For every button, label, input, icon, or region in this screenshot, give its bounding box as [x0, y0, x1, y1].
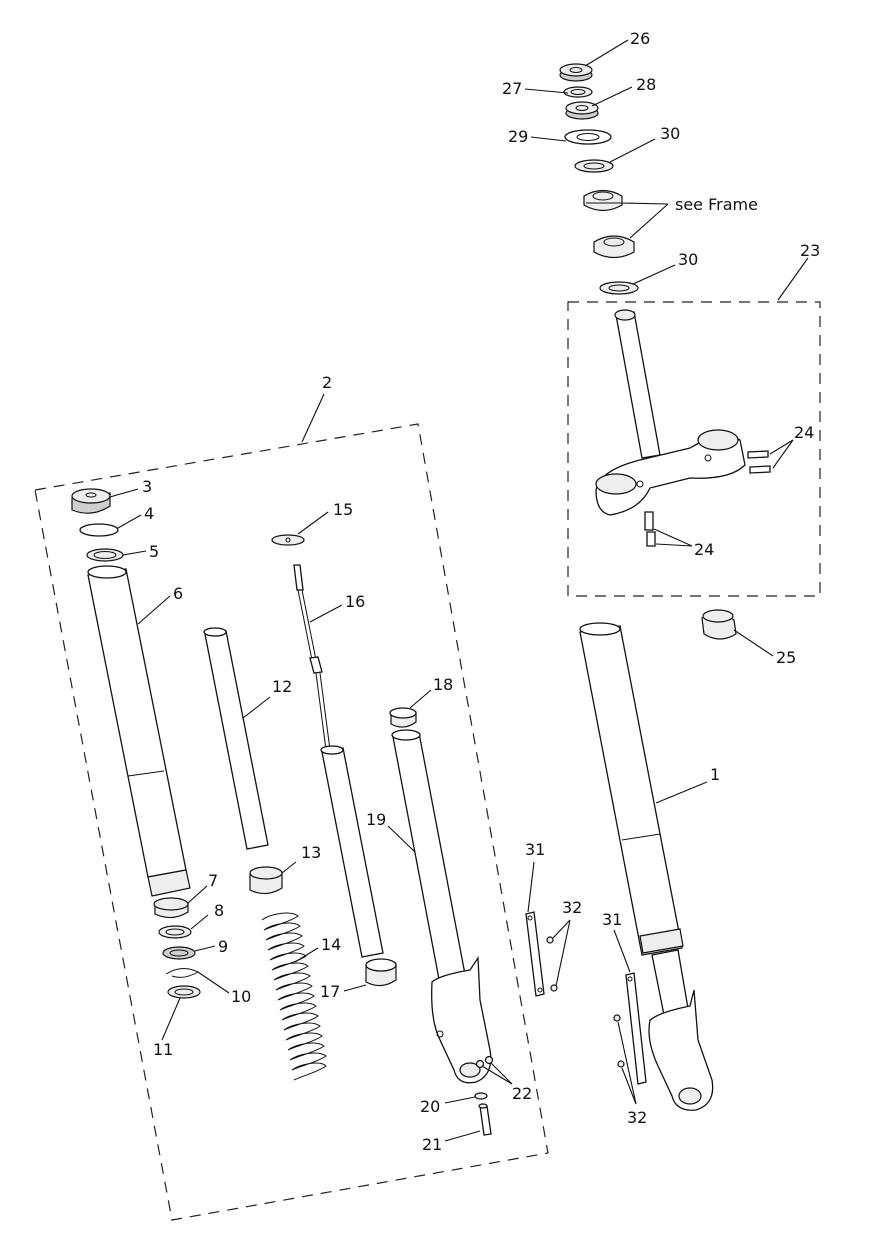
part-31-bracket-right [625, 972, 647, 1085]
part-11-dust-seal [167, 985, 201, 999]
part-25-cap [701, 609, 737, 640]
part-20-washer [474, 1092, 488, 1100]
part-3-top-cap [71, 488, 111, 514]
leader-lines [109, 39, 809, 1142]
part-6-outer-tube [87, 565, 191, 897]
callout-30-lower: 30 [678, 250, 698, 269]
part-32-screws-right [613, 1014, 625, 1068]
callout-7: 7 [208, 871, 218, 890]
assembly-23-group-outline [567, 301, 821, 597]
callout-31-right: 31 [602, 910, 622, 929]
part-13-spacer [249, 866, 283, 895]
callout-24-lower: 24 [694, 540, 714, 559]
part-29-washer [564, 129, 612, 145]
callout-15: 15 [333, 500, 353, 519]
callout-13: 13 [301, 843, 321, 862]
callout-22: 22 [512, 1084, 532, 1103]
callout-24-upper: 24 [794, 423, 814, 442]
part-31-bracket-left [525, 911, 545, 997]
callout-21: 21 [422, 1135, 442, 1154]
callout-9: 9 [218, 937, 228, 956]
callout-20: 20 [420, 1097, 440, 1116]
part-28-adjuster-nut [565, 101, 599, 120]
part-9-seal [162, 946, 196, 960]
part-24-bolts-right [747, 450, 771, 474]
callout-labels: 26 27 28 29 30 see Frame 30 23 24 24 25 … [142, 29, 820, 1154]
frame-bearing-lower [593, 235, 635, 259]
callout-5: 5 [149, 542, 159, 561]
callout-4: 4 [144, 504, 154, 523]
part-19-inner-tube [391, 729, 492, 1084]
callout-29: 29 [508, 127, 528, 146]
part-12-spacer-tube [203, 627, 269, 850]
callout-28: 28 [636, 75, 656, 94]
callout-3: 3 [142, 477, 152, 496]
part-32-screws-left [546, 936, 558, 992]
callout-1: 1 [710, 765, 720, 784]
part-14-spring [261, 912, 327, 1081]
part-10-circlip [165, 968, 200, 978]
callout-18: 18 [433, 675, 453, 694]
callout-32-left: 32 [562, 898, 582, 917]
callout-19: 19 [366, 810, 386, 829]
part-30-seal-lower [599, 281, 639, 295]
callout-12: 12 [272, 677, 292, 696]
part-23-lower-yoke [595, 309, 746, 516]
callout-17: 17 [320, 982, 340, 1001]
part-4-o-ring [79, 523, 119, 537]
callout-32-right: 32 [627, 1108, 647, 1127]
callout-10: 10 [231, 987, 251, 1006]
part-5-seal [86, 548, 124, 562]
part-24-bolts-lower [644, 511, 656, 547]
part-30-seal-upper [574, 159, 614, 173]
callout-26: 26 [630, 29, 650, 48]
frame-bearing-upper [583, 189, 623, 212]
callout-25: 25 [776, 648, 796, 667]
part-1-fork-assembly [579, 622, 714, 1111]
assembly-2-group-outline [34, 423, 549, 1221]
callout-16: 16 [345, 592, 365, 611]
callout-8: 8 [214, 901, 224, 920]
part-17-bushing [365, 958, 397, 987]
callout-2: 2 [322, 373, 332, 392]
part-21-bolt [478, 1103, 492, 1136]
part-18-bushing [389, 707, 417, 728]
part-15-plate [271, 534, 305, 546]
part-22-bolts [475, 1055, 494, 1069]
callout-14: 14 [321, 935, 341, 954]
part-8-washer [158, 925, 192, 939]
part-7-bushing [153, 897, 189, 919]
callout-6: 6 [173, 584, 183, 603]
part-27-lock-washer [563, 86, 593, 98]
part-26-adjuster-nut [559, 63, 593, 82]
callout-31-left: 31 [525, 840, 545, 859]
see-frame-note: see Frame [675, 195, 758, 214]
callout-11: 11 [153, 1040, 173, 1059]
callout-30-upper: 30 [660, 124, 680, 143]
callout-27: 27 [502, 79, 522, 98]
part-16-damper-rod [293, 564, 384, 958]
callout-23: 23 [800, 241, 820, 260]
